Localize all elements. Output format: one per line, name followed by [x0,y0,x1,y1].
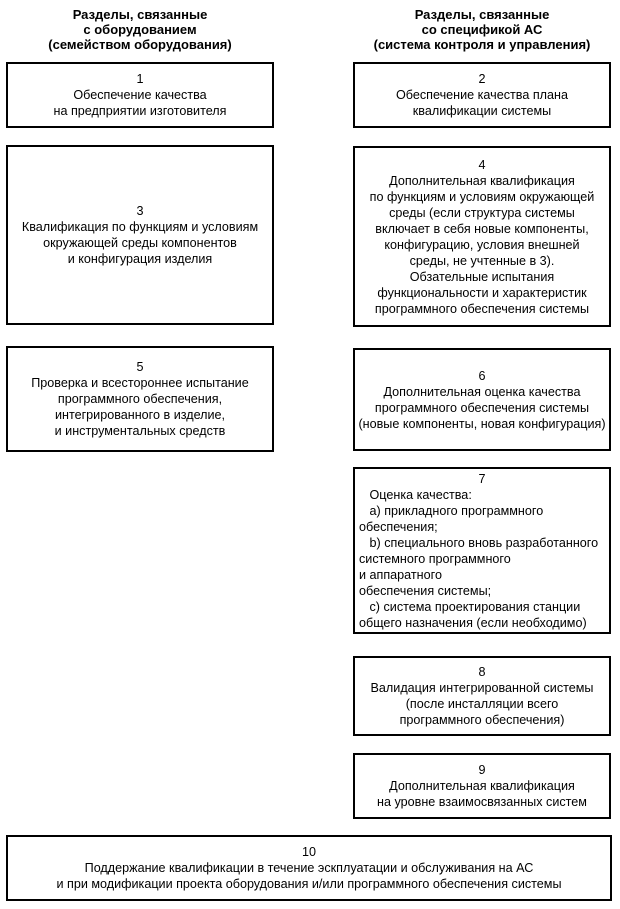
box-text: Проверка и всестороннее испытание програ… [31,376,249,438]
box-text: Обеспечение качества плана квалификации … [396,88,568,118]
right-column-header: Разделы, связанные со спецификой АС (сис… [373,7,591,52]
box-9-interconnected-systems-qualification: 9 Дополнительная квалификация на уровне … [353,753,611,819]
box-text: Валидация интегрированной системы (после… [370,681,594,727]
box-text: Поддержание квалификации в течение эскпл… [56,861,562,891]
box-8-integrated-system-validation: 8 Валидация интегрированной системы (пос… [353,656,611,736]
box-number: 6 [478,368,486,383]
box-number: 7 [478,471,486,486]
box-text: Дополнительная квалификация на уровне вз… [377,779,587,809]
left-column-header: Разделы, связанные с оборудованием (семе… [48,7,232,52]
box-number: 10 [301,845,316,859]
box-5-software-verification-testing: 5 Проверка и всестороннее испытание прог… [6,346,274,452]
box-number: 5 [136,360,144,374]
box-text: Обеспечение качества на предприятии изго… [53,88,227,118]
box-text: Дополнительная квалификация по функциям … [369,173,595,316]
box-number: 2 [478,72,486,86]
box-number: 8 [478,665,486,679]
box-10-qualification-maintenance: 10 Поддержание квалификации в течение эс… [6,835,612,901]
box-number: 4 [478,157,486,172]
box-text: Дополнительная оценка качества программн… [358,384,606,431]
box-6-additional-software-quality-assessment: 6 Дополнительная оценка качества програм… [353,348,611,451]
box-4-additional-qualification: 4 Дополнительная квалификация по функция… [353,146,611,327]
box-2-system-qualification-plan-qa: 2 Обеспечение качества плана квалификаци… [353,62,611,128]
box-text: Квалификация по функциям и условиям окру… [21,220,259,266]
box-1-manufacturer-quality-assurance: 1 Обеспечение качества на предприятии из… [6,62,274,128]
box-7-quality-assessment-list: 7 Оценка качества: a) прикладного програ… [353,467,611,634]
box-number: 9 [478,763,486,777]
box-number: 1 [136,72,144,86]
box-3-component-qualification: 3 Квалификация по функциям и условиям ок… [6,145,274,325]
box-text: Оценка качества: a) прикладного программ… [359,487,599,630]
box-number: 3 [136,204,144,218]
